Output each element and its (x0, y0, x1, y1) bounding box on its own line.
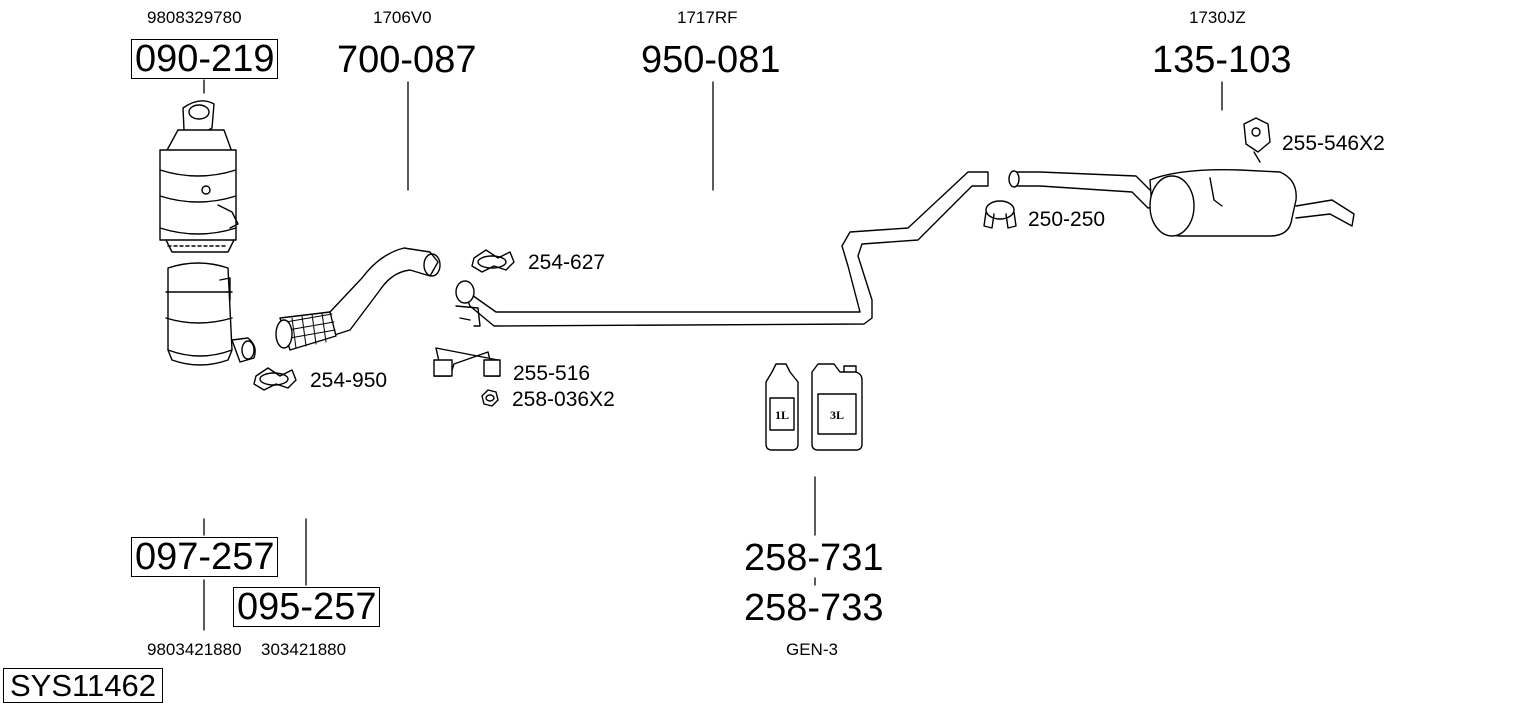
accessory-250-250[interactable]: 250-250 (1028, 208, 1106, 231)
clamp-254-627-drawing (471, 249, 515, 273)
part-front-pipe[interactable]: 700-087 (337, 39, 477, 81)
part-dpf-b[interactable]: 095-257 (233, 587, 381, 627)
catalyst-drawing (159, 100, 239, 253)
part-middle-pipe[interactable]: 950-081 (641, 39, 781, 81)
part-fluid-1l[interactable]: 258-731 (744, 537, 884, 579)
part-fluid-3l[interactable]: 258-733 (744, 587, 884, 629)
part-dpf-a[interactable]: 097-257 (131, 537, 279, 577)
dpf-ref-a: 9803421880 (147, 640, 242, 659)
accessory-254-950[interactable]: 254-950 (310, 369, 388, 392)
catalyst-ref: 9808329780 (147, 8, 242, 27)
accessory-258-036[interactable]: 258-036X2 (512, 388, 615, 411)
part-rear-silencer[interactable]: 135-103 (1152, 39, 1292, 81)
front-pipe-drawing (275, 247, 441, 351)
can-3l-drawing (811, 363, 863, 451)
middle-pipe-drawing (455, 171, 989, 327)
fluid-ref: GEN-3 (786, 640, 838, 659)
dpf-drawing (165, 262, 256, 366)
part-catalyst[interactable]: 090-219 (131, 39, 279, 79)
rear-silencer-ref: 1730JZ (1189, 8, 1246, 27)
front-pipe-ref: 1706V0 (373, 8, 432, 27)
rear-silencer-drawing (1008, 169, 1355, 237)
system-id: SYS11462 (3, 668, 163, 703)
hanger-255-546-drawing (1243, 117, 1271, 163)
accessory-254-627[interactable]: 254-627 (528, 251, 606, 274)
dpf-ref-b: 303421880 (261, 640, 347, 659)
bracket-255-516-drawing (433, 347, 501, 377)
clamp-254-950-drawing (253, 367, 297, 391)
bottle-1l-drawing (765, 363, 799, 451)
leader-lines (203, 79, 1223, 631)
clamp-250-250-drawing (983, 200, 1017, 229)
nut-258-036-drawing (481, 389, 499, 407)
can-label: 3L (830, 408, 844, 422)
accessory-255-546[interactable]: 255-546X2 (1282, 132, 1385, 155)
middle-pipe-ref: 1717RF (677, 8, 738, 27)
bottle-label: 1L (775, 408, 789, 422)
accessory-255-516[interactable]: 255-516 (513, 362, 591, 385)
